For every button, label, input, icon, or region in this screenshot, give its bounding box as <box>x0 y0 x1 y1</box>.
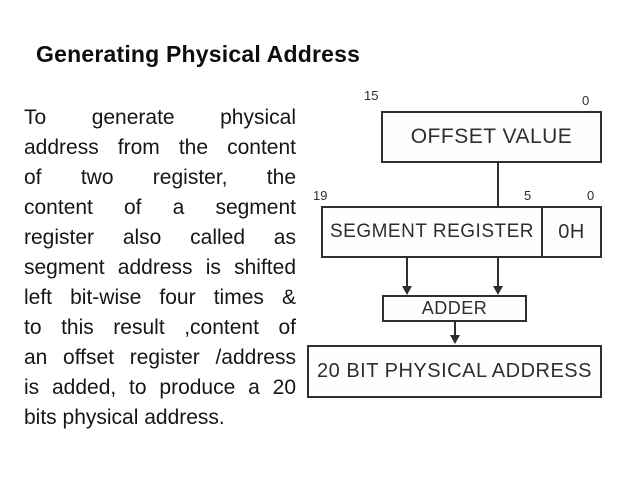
segment-register-box: SEGMENT REGISTER 0H <box>321 206 602 258</box>
offset-value-box: OFFSET VALUE <box>381 111 602 163</box>
segment-bit-5-label: 5 <box>524 188 532 203</box>
paragraph-line: is added, to produce a 20 <box>24 376 296 399</box>
offset-value-label: OFFSET VALUE <box>410 125 573 148</box>
paragraph-line: register also called as <box>24 226 296 249</box>
paragraph-line: address from the content <box>24 136 296 159</box>
segment-bit-19-label: 19 <box>313 188 328 203</box>
segment-to-adder-line-right <box>497 258 499 287</box>
segment-to-adder-line-left <box>406 258 408 287</box>
adder-box: ADDER <box>382 295 527 322</box>
offset-bit-15-label: 15 <box>364 88 379 103</box>
arrowhead-down-result-icon <box>450 335 460 344</box>
paragraph-line: of two register, the <box>24 166 296 189</box>
address-generation-diagram: 15 0 OFFSET VALUE 19 5 0 SEGMENT REGISTE… <box>300 85 638 415</box>
adder-label: ADDER <box>421 298 488 318</box>
paragraph-line: segment address is shifted <box>24 256 296 279</box>
offset-to-segment-connector-line <box>497 163 499 206</box>
paragraph-line: bits physical address. <box>24 406 225 429</box>
adder-to-result-line <box>454 322 456 337</box>
paragraph-line: to this result ,content of <box>24 316 296 339</box>
segment-register-label: SEGMENT REGISTER <box>323 208 543 256</box>
physical-address-label: 20 BIT PHYSICAL ADDRESS <box>317 360 592 382</box>
body-paragraph: To generate physical address from the co… <box>24 103 296 433</box>
segment-bit-0-label: 0 <box>587 188 595 203</box>
paragraph-line: an offset register /address <box>24 346 296 369</box>
appended-zero-hex-cell: 0H <box>558 220 585 243</box>
offset-bit-0-label: 0 <box>582 93 590 108</box>
arrowhead-down-left-icon <box>402 286 412 295</box>
paragraph-line: left bit-wise four times & <box>24 286 296 309</box>
slide-title: Generating Physical Address <box>36 41 361 67</box>
physical-address-box: 20 BIT PHYSICAL ADDRESS <box>307 345 602 398</box>
paragraph-line: content of a segment <box>24 196 296 219</box>
arrowhead-down-right-icon <box>493 286 503 295</box>
paragraph-line: To generate physical <box>24 106 296 129</box>
